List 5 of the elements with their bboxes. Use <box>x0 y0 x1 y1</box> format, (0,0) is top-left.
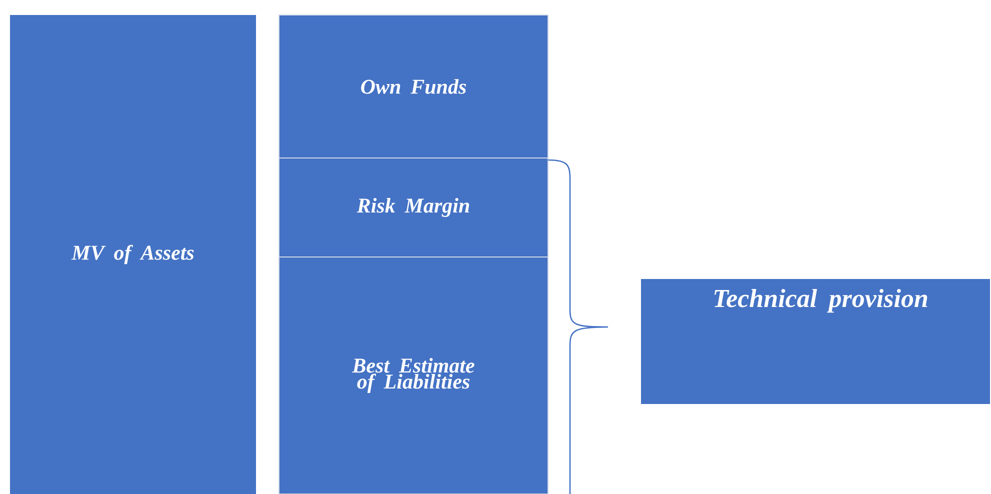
text-box: MV of Assets <box>10 15 256 494</box>
text-box: Risk Margin <box>278 158 548 258</box>
text-box: Own Funds <box>278 14 548 158</box>
node-label: Best Estimate of Liabilities <box>352 358 474 394</box>
text-box: Technical provision <box>641 279 990 404</box>
